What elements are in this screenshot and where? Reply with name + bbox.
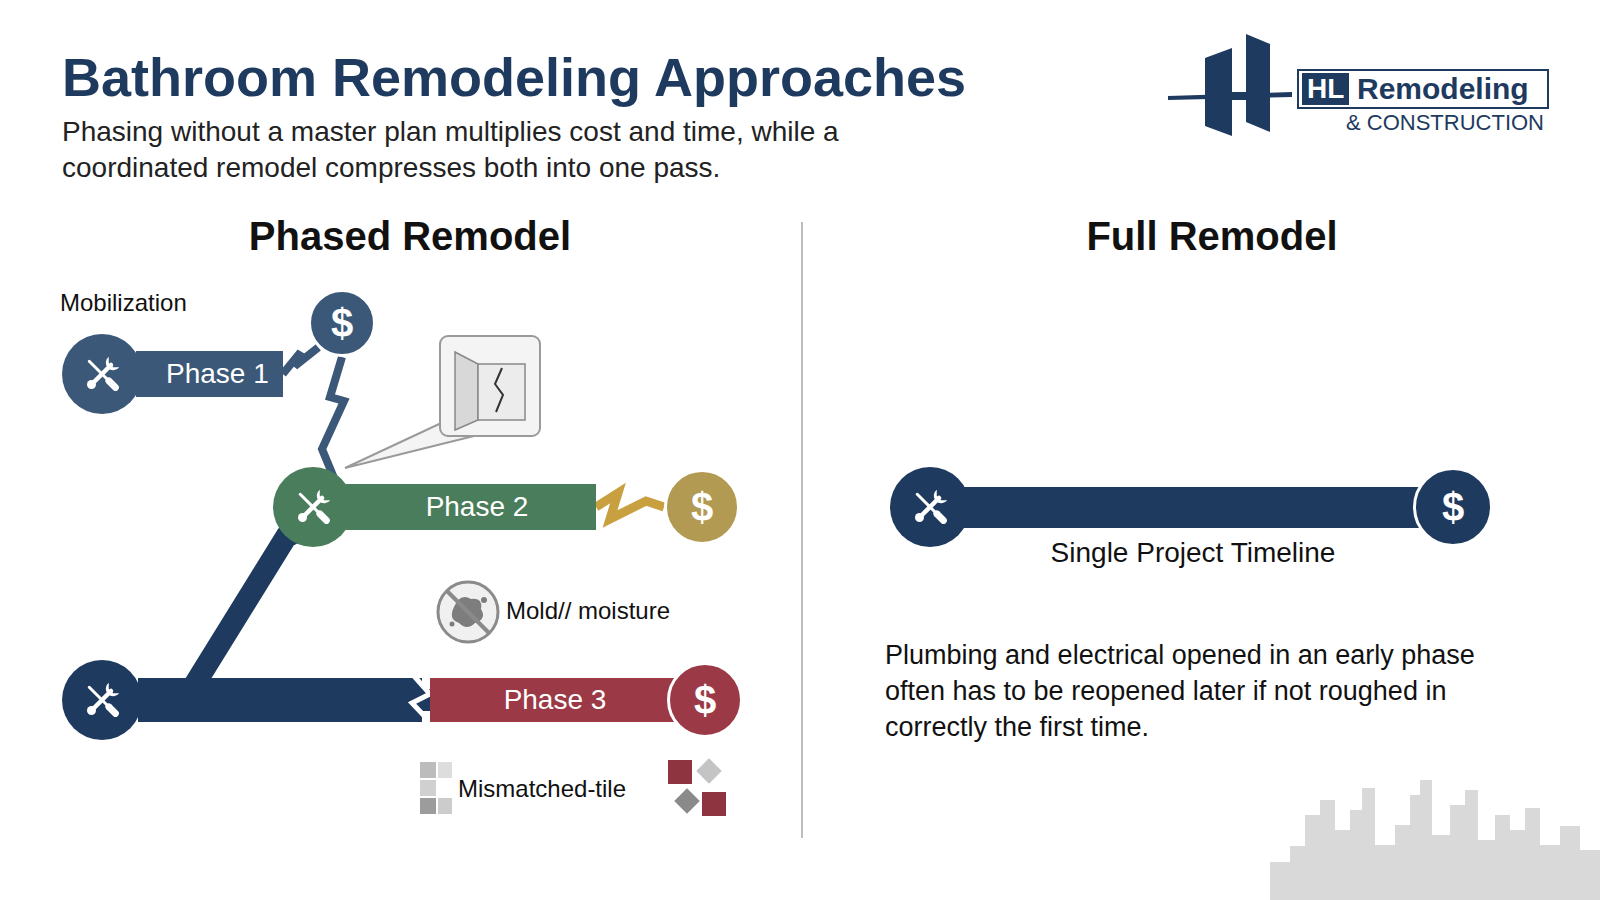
timeline-bar: Single Project Timeline [958, 487, 1428, 573]
risk-label: Mismatched-tile [458, 775, 626, 803]
logo-initials: HL [1302, 73, 1349, 105]
tile-icon [668, 758, 726, 816]
logo-word: Remodeling [1357, 72, 1529, 106]
mold-icon [438, 582, 498, 642]
cost-circle: $ [1413, 467, 1493, 547]
phase-label: Phase 2 [426, 491, 529, 523]
phase-band: Phase 2 [346, 484, 596, 530]
timeline-bar [138, 678, 422, 722]
timeline-bar-fill [958, 487, 1428, 528]
diagram-title: Bathroom Remodeling Approaches [62, 46, 966, 108]
section-heading: Phased Remodel [210, 214, 610, 259]
subtitle: Phasing without a master plan multiplies… [62, 114, 932, 186]
connector [596, 493, 664, 519]
crack-callout [345, 336, 540, 468]
logo-mark [1168, 34, 1292, 136]
phase-label: Phase 3 [504, 684, 607, 716]
cost-circle: $ [308, 289, 376, 357]
tool-icon [273, 467, 353, 547]
phase-band: Phase 3 [430, 678, 674, 722]
section-heading: Full Remodel [1012, 214, 1412, 259]
cost-circle: $ [664, 469, 740, 545]
tool-icon [62, 660, 142, 740]
phase-band: Phase 1 [136, 351, 283, 397]
logo-frame [1298, 70, 1548, 108]
logo-subword: & CONSTRUCTION [1346, 110, 1544, 136]
cost-circle: $ [667, 662, 743, 738]
cost-symbol: $ [331, 301, 353, 346]
phase-label: Phase 1 [166, 358, 269, 390]
cost-symbol: $ [691, 485, 713, 530]
tool-icon [62, 334, 142, 414]
skyline [1270, 780, 1600, 900]
tile-icon [420, 762, 452, 814]
divider-line [801, 222, 803, 838]
cost-symbol: $ [694, 678, 716, 723]
bolt-gap [412, 676, 432, 724]
connector [283, 347, 319, 374]
phase-label: Single Project Timeline [958, 487, 1428, 569]
stage-label: Mobilization [60, 289, 187, 317]
note-text: Plumbing and electrical opened in an ear… [885, 637, 1515, 745]
cost-symbol: $ [1442, 485, 1464, 530]
risk-label: Mold// moisture [506, 597, 670, 625]
